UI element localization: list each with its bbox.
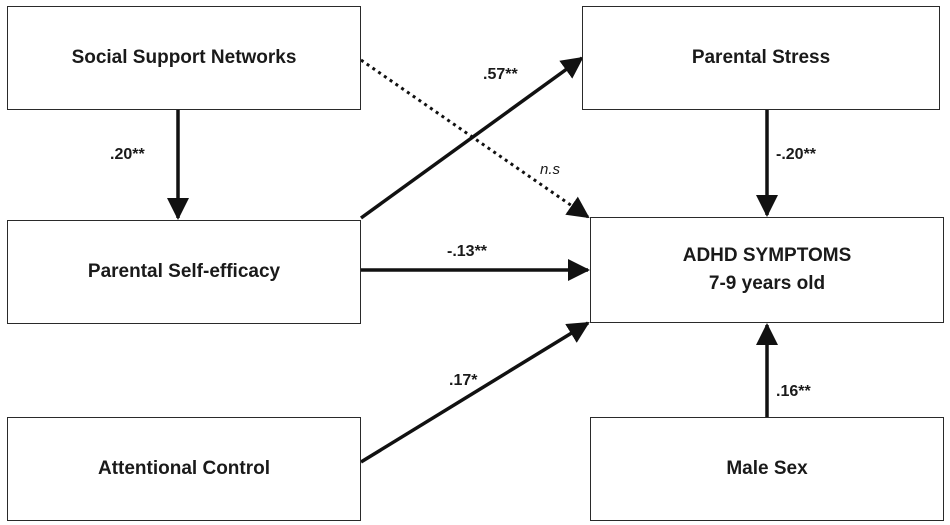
coef-stress-to-adhd: -.20**	[776, 146, 817, 163]
coef-attention-to-adhd: .17*	[449, 372, 478, 389]
node-label: Parental Self-efficacy	[87, 261, 281, 283]
coef-social-to-adhd: n.s	[540, 161, 561, 178]
node-male-sex: Male Sex	[590, 417, 944, 521]
coef-male-to-adhd: .16**	[776, 383, 811, 400]
node-label: Attentional Control	[97, 458, 271, 480]
coef-selfefficacy-to-stress: .57**	[483, 66, 518, 83]
node-social-support: Social Support Networks	[7, 6, 361, 110]
node-attentional-control: Attentional Control	[7, 417, 361, 521]
node-label-line1: ADHD SYMPTOMS	[682, 245, 852, 267]
node-adhd-symptoms: ADHD SYMPTOMS 7-9 years old	[590, 217, 944, 323]
node-label: Male Sex	[726, 458, 808, 480]
arrow-attention-to-adhd	[360, 321, 590, 464]
node-parental-stress: Parental Stress	[582, 6, 940, 110]
node-parental-self-efficacy: Parental Self-efficacy	[7, 220, 361, 324]
node-label: Parental Stress	[691, 47, 831, 69]
coef-selfefficacy-to-adhd: -.13**	[447, 243, 488, 260]
node-label-line2: 7-9 years old	[708, 273, 826, 294]
node-label: Social Support Networks	[71, 47, 297, 69]
coef-social-to-selfefficacy: .20**	[110, 146, 145, 163]
